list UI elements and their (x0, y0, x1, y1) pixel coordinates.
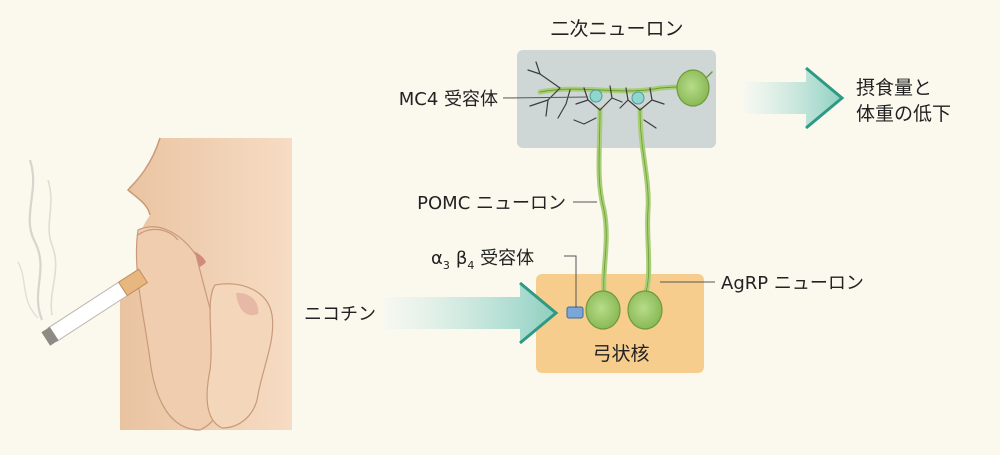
mc4-leader-line (502, 96, 589, 99)
smoker-illustration (17, 137, 292, 431)
mc4-receptor-2 (631, 91, 645, 105)
nicotine-label: ニコチン (304, 304, 376, 325)
arcuate-nucleus-box (536, 274, 704, 373)
thumbnail (236, 292, 259, 316)
a3b4-receptor (566, 306, 584, 319)
beta-subscript: 4 (467, 259, 474, 272)
arcuate-nucleus-label: 弓状核 (592, 343, 649, 365)
smoke-wisp (17, 261, 39, 319)
outcome-label-line2: 体重の低下 (856, 103, 951, 125)
secondary-neuron (527, 61, 713, 119)
nicotine-arrow-head (519, 281, 559, 345)
agrp-neuron-label: AgRP ニューロン (721, 273, 864, 294)
pomc-neuron-soma (585, 290, 621, 330)
secondary-neuron-soma (676, 69, 710, 107)
mc4-receptor-1 (589, 89, 603, 103)
finger-line (137, 228, 179, 241)
outcome-arrow (744, 68, 842, 128)
cigarette-filter (117, 268, 149, 297)
cigarette-paper (47, 281, 128, 343)
a3b4-leader-line (564, 255, 577, 308)
mc4-receptor-label: MC4 受容体 (399, 89, 498, 110)
pomc-neuron (573, 85, 623, 330)
secondary-neuron-box (517, 50, 716, 148)
agrp-neuron (619, 87, 665, 330)
receptor-suffix: 受容体 (474, 248, 534, 269)
cigarette (41, 268, 149, 346)
secondary-neuron-label: 二次ニューロン (550, 18, 683, 40)
beta-symbol: β (456, 248, 468, 269)
smoke-wisp (28, 159, 44, 321)
agrp-neuron-soma (627, 290, 663, 330)
pomc-neuron-label: POMC ニューロン (417, 193, 566, 214)
face-profile (120, 138, 160, 285)
cigarette-ash (41, 326, 59, 346)
outcome-label-line1: 摂食量と (856, 77, 932, 99)
thumb (206, 283, 274, 429)
smoke-wisp (47, 179, 57, 316)
alpha-symbol: α (431, 248, 443, 269)
outcome-arrow-head (805, 66, 845, 130)
alpha-subscript: 3 (443, 259, 450, 272)
nose-outline (126, 137, 161, 216)
nicotine-arrow (384, 283, 556, 343)
